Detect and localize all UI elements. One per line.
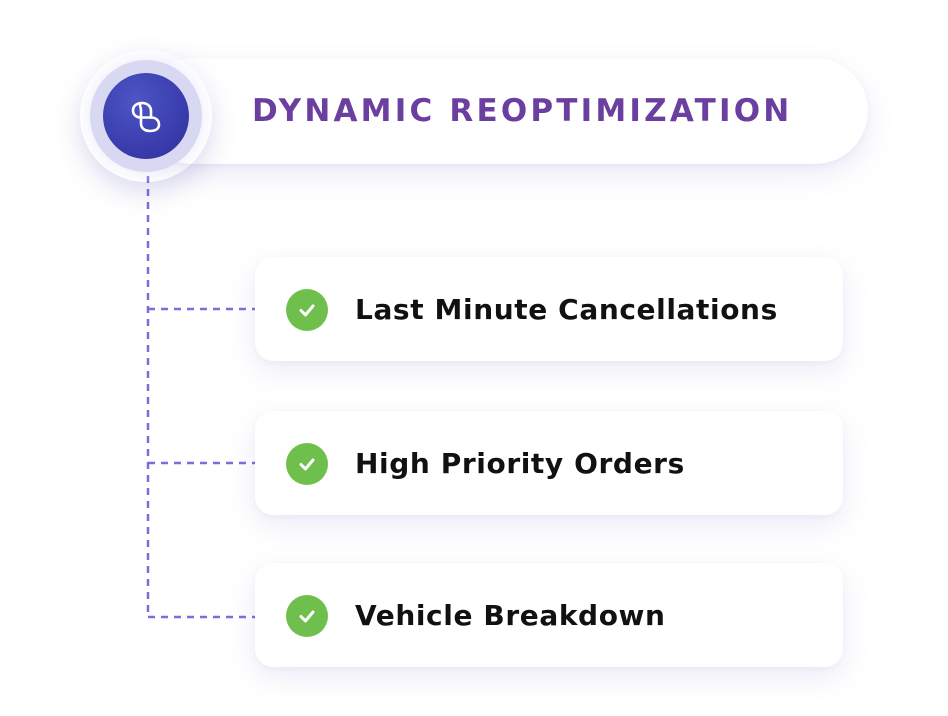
list-item-last-minute-cancellations: Last Minute Cancellations [255,257,843,361]
list-item-vehicle-breakdown: Vehicle Breakdown [255,563,843,667]
list-item-label: Last Minute Cancellations [355,293,778,326]
list-item-label: High Priority Orders [355,447,685,480]
header-pill [140,58,868,164]
infinity-loop-icon [103,73,189,159]
check-circle-icon [286,595,328,637]
check-circle-icon [286,443,328,485]
header-title: DYNAMIC REOPTIMIZATION [252,93,793,129]
list-item-label: Vehicle Breakdown [355,599,666,632]
list-item-high-priority-orders: High Priority Orders [255,411,843,515]
check-circle-icon [286,289,328,331]
